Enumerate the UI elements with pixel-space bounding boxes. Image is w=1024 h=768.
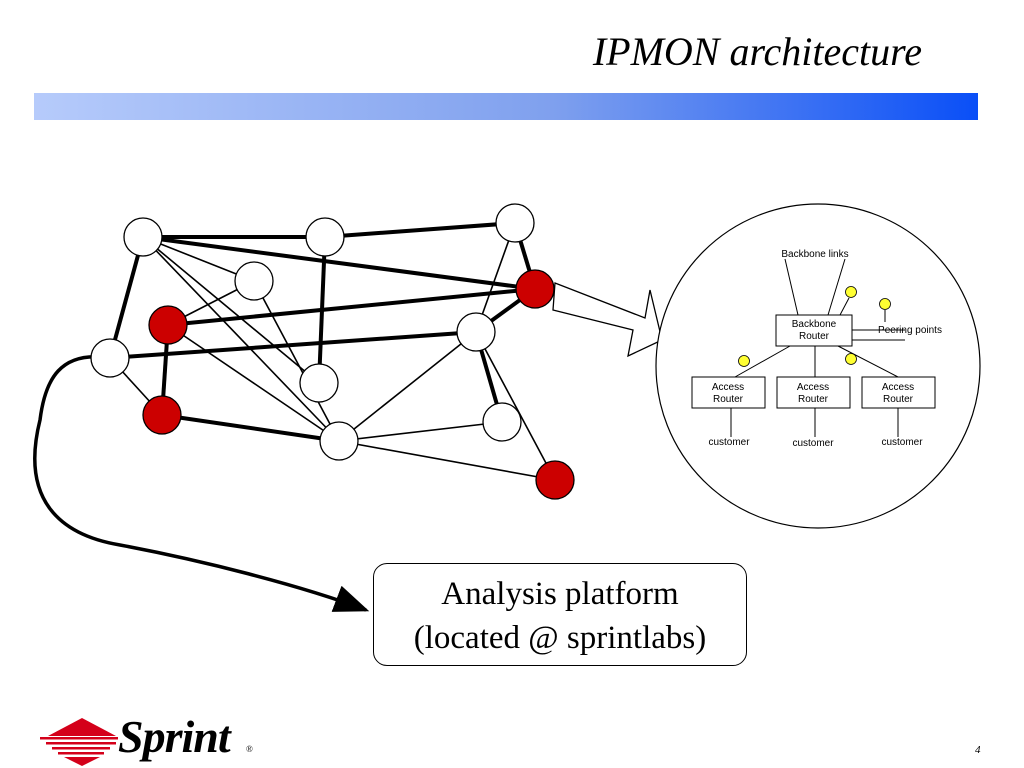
monitored-router-node	[535, 460, 575, 500]
link	[161, 413, 340, 443]
analysis-platform-line2: (located @ sprintlabs)	[413, 620, 707, 656]
access-router-box	[861, 376, 936, 409]
link	[338, 421, 503, 442]
monitoring-taps	[738, 286, 891, 367]
access-router-box	[776, 376, 851, 409]
customer-label-1: customer	[708, 437, 750, 448]
link	[142, 235, 536, 291]
inset-circle	[655, 203, 981, 529]
link	[324, 221, 516, 239]
slide-title: IPMON architecture	[592, 29, 922, 74]
sprint-logo-text: Sprint	[118, 711, 231, 762]
access-router-2-label-1: Access	[797, 382, 829, 393]
analysis-arrow	[33, 355, 370, 612]
inset-router-boxes	[691, 314, 936, 409]
backbone-router-label-1: Backbone	[792, 319, 837, 330]
link	[142, 236, 255, 282]
access-router-1-label-1: Access	[712, 382, 744, 393]
router-node	[305, 217, 345, 257]
router-node	[456, 312, 496, 352]
peering-points-label: Peering points	[878, 325, 942, 336]
access-router-3-label-1: Access	[882, 382, 914, 393]
sprint-registered-mark: ®	[246, 744, 253, 754]
access-router-box	[691, 376, 766, 409]
link	[108, 236, 145, 359]
link	[167, 287, 536, 327]
link	[338, 331, 477, 442]
access-router-1-label-2: Router	[713, 394, 744, 405]
backbone-router-label-2: Router	[799, 331, 830, 342]
link	[142, 236, 340, 442]
link	[253, 280, 340, 442]
backbone-links-label: Backbone links	[781, 249, 848, 260]
tap-icon	[738, 355, 750, 367]
customer-label-2: customer	[792, 438, 834, 449]
monitored-router-node	[515, 269, 555, 309]
tap-icon	[845, 286, 857, 298]
link	[167, 324, 340, 442]
router-node	[299, 363, 339, 403]
page-number: 4	[975, 744, 981, 756]
link	[109, 330, 477, 360]
link	[338, 440, 556, 481]
analysis-platform-box: Analysis platform (located @ sprintlabs)	[373, 563, 747, 666]
backbone-router-box	[775, 314, 853, 347]
zoom-arrow-icon	[552, 282, 663, 358]
sprint-logo-icon	[40, 718, 118, 766]
router-node	[482, 402, 522, 442]
router-node	[90, 338, 130, 378]
monitored-router-node	[142, 395, 182, 435]
link	[475, 331, 556, 481]
access-router-2-label-2: Router	[798, 394, 829, 405]
inset-links	[730, 258, 905, 437]
router-node	[234, 261, 274, 301]
link	[317, 236, 327, 384]
link	[142, 236, 320, 384]
tap-icon	[879, 298, 891, 310]
router-node	[123, 217, 163, 257]
customer-label-3: customer	[881, 437, 923, 448]
access-router-3-label-2: Router	[883, 394, 914, 405]
monitored-router-node	[148, 305, 188, 345]
router-node	[495, 203, 535, 243]
router-nodes	[90, 203, 575, 500]
tap-icon	[845, 353, 857, 365]
router-node	[319, 421, 359, 461]
title-gradient-bar	[34, 93, 978, 120]
analysis-platform-line1: Analysis platform	[441, 576, 679, 612]
